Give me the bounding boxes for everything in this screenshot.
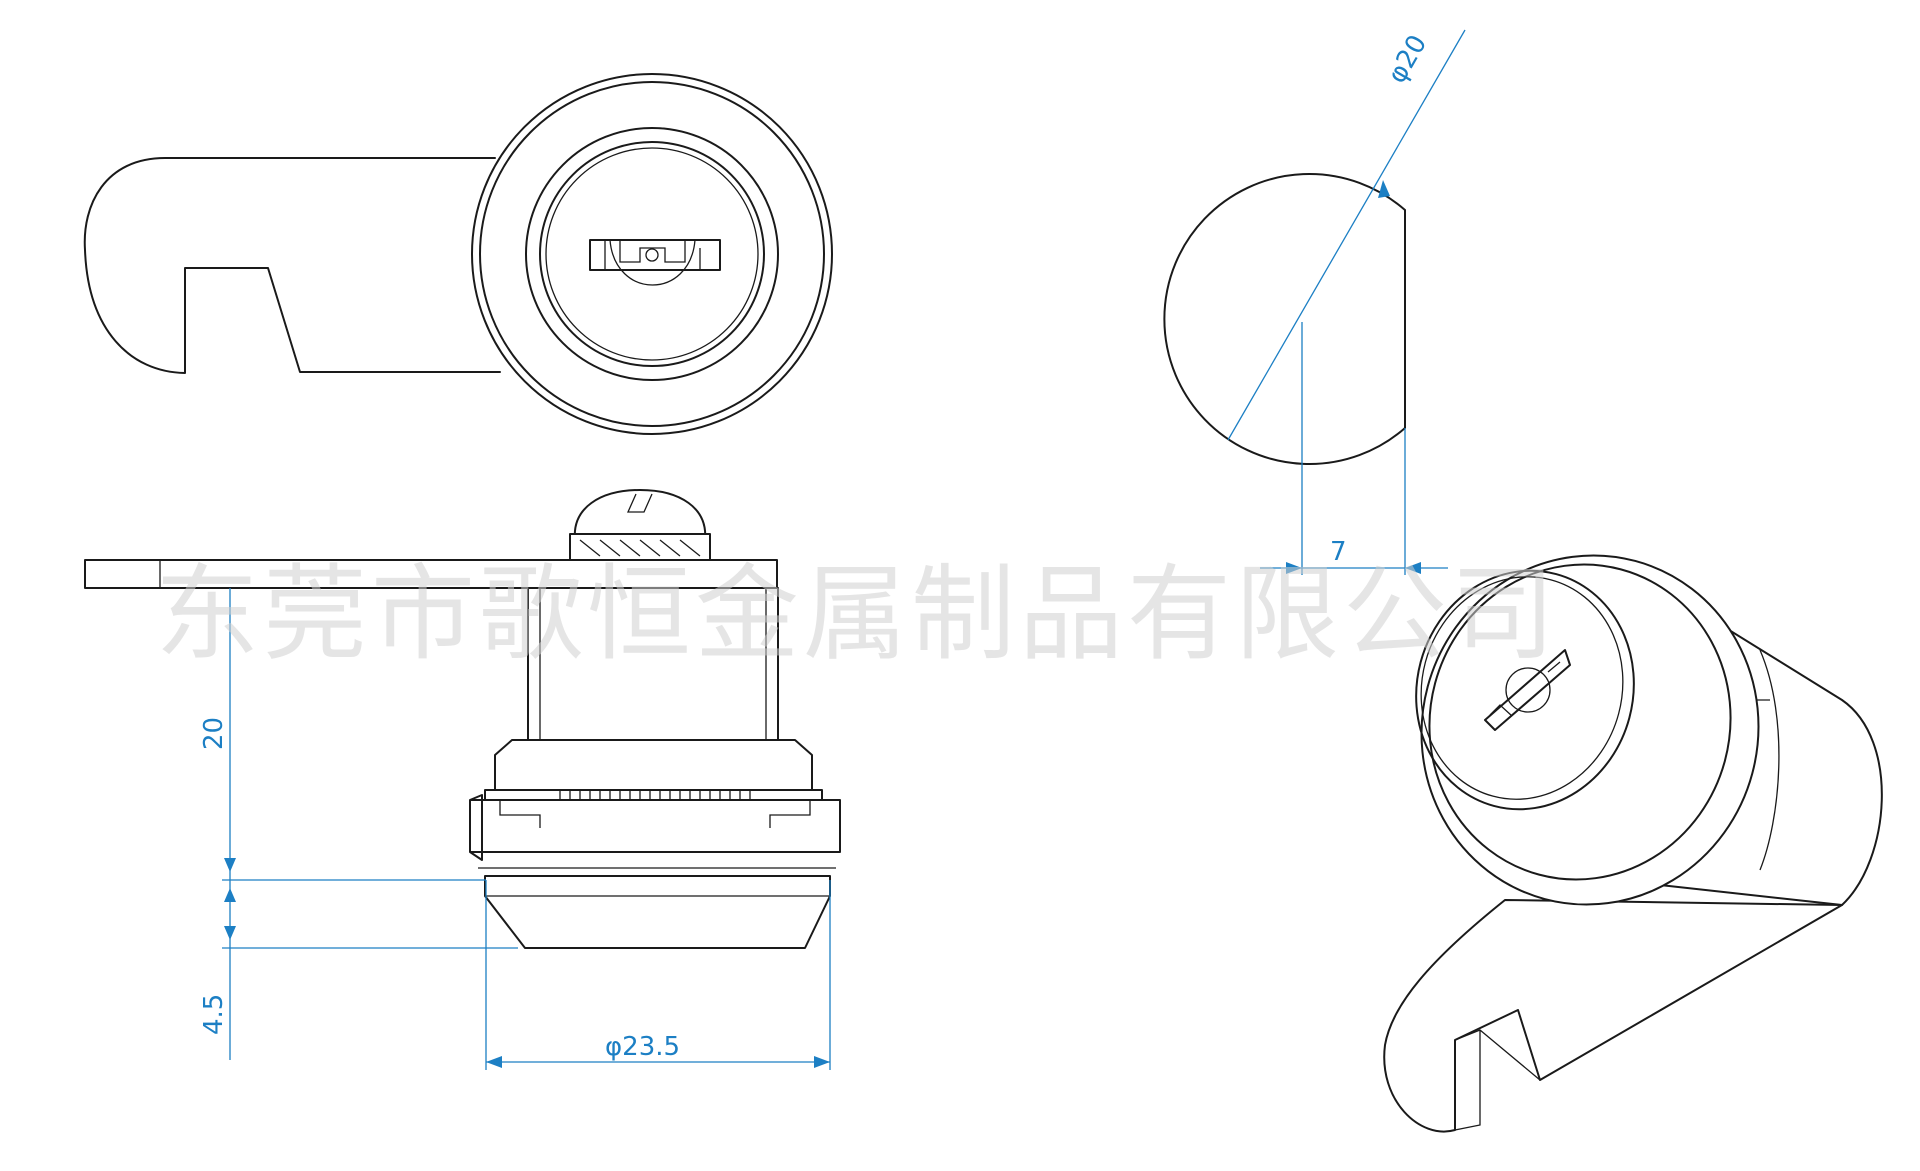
lock-head	[484, 875, 831, 949]
company-watermark: 东莞市歌恒金属制品有限公司	[155, 553, 1559, 675]
flange	[469, 794, 841, 861]
side-view-dimensions	[222, 588, 831, 1070]
dim-cam-diameter: φ20	[1382, 30, 1433, 89]
keyway-icon	[589, 239, 721, 286]
iso-plug	[1420, 576, 1624, 800]
isometric-view	[1383, 554, 1883, 1133]
cam-profile-view	[1163, 29, 1466, 575]
dim-cam-offset: 7	[1330, 537, 1347, 567]
side-view	[84, 489, 841, 949]
cam-profile	[1163, 173, 1406, 465]
dim-body-length: 20	[199, 717, 229, 750]
collar	[494, 739, 813, 791]
dim-head-diameter: φ23.5	[605, 1032, 680, 1062]
dim-head-height: 4.5	[199, 994, 229, 1035]
front-view	[83, 73, 833, 435]
plug-outer	[539, 141, 765, 367]
iso-bezel-inner	[1428, 563, 1732, 881]
nut-dome	[573, 489, 707, 541]
bezel-outer-ring	[471, 73, 833, 435]
iso-bezel-outer	[1420, 554, 1760, 906]
cam-plate-side	[84, 559, 778, 589]
iso-cam-arm	[1383, 899, 1843, 1133]
plug-inner	[545, 147, 759, 361]
cam-arm-outline	[83, 157, 501, 374]
iso-keyway-icon	[1484, 649, 1571, 731]
iso-face-ring	[1415, 569, 1635, 811]
face-ring	[525, 127, 779, 381]
diameter-leader	[1227, 29, 1466, 441]
bezel-inner-ring	[479, 81, 825, 427]
